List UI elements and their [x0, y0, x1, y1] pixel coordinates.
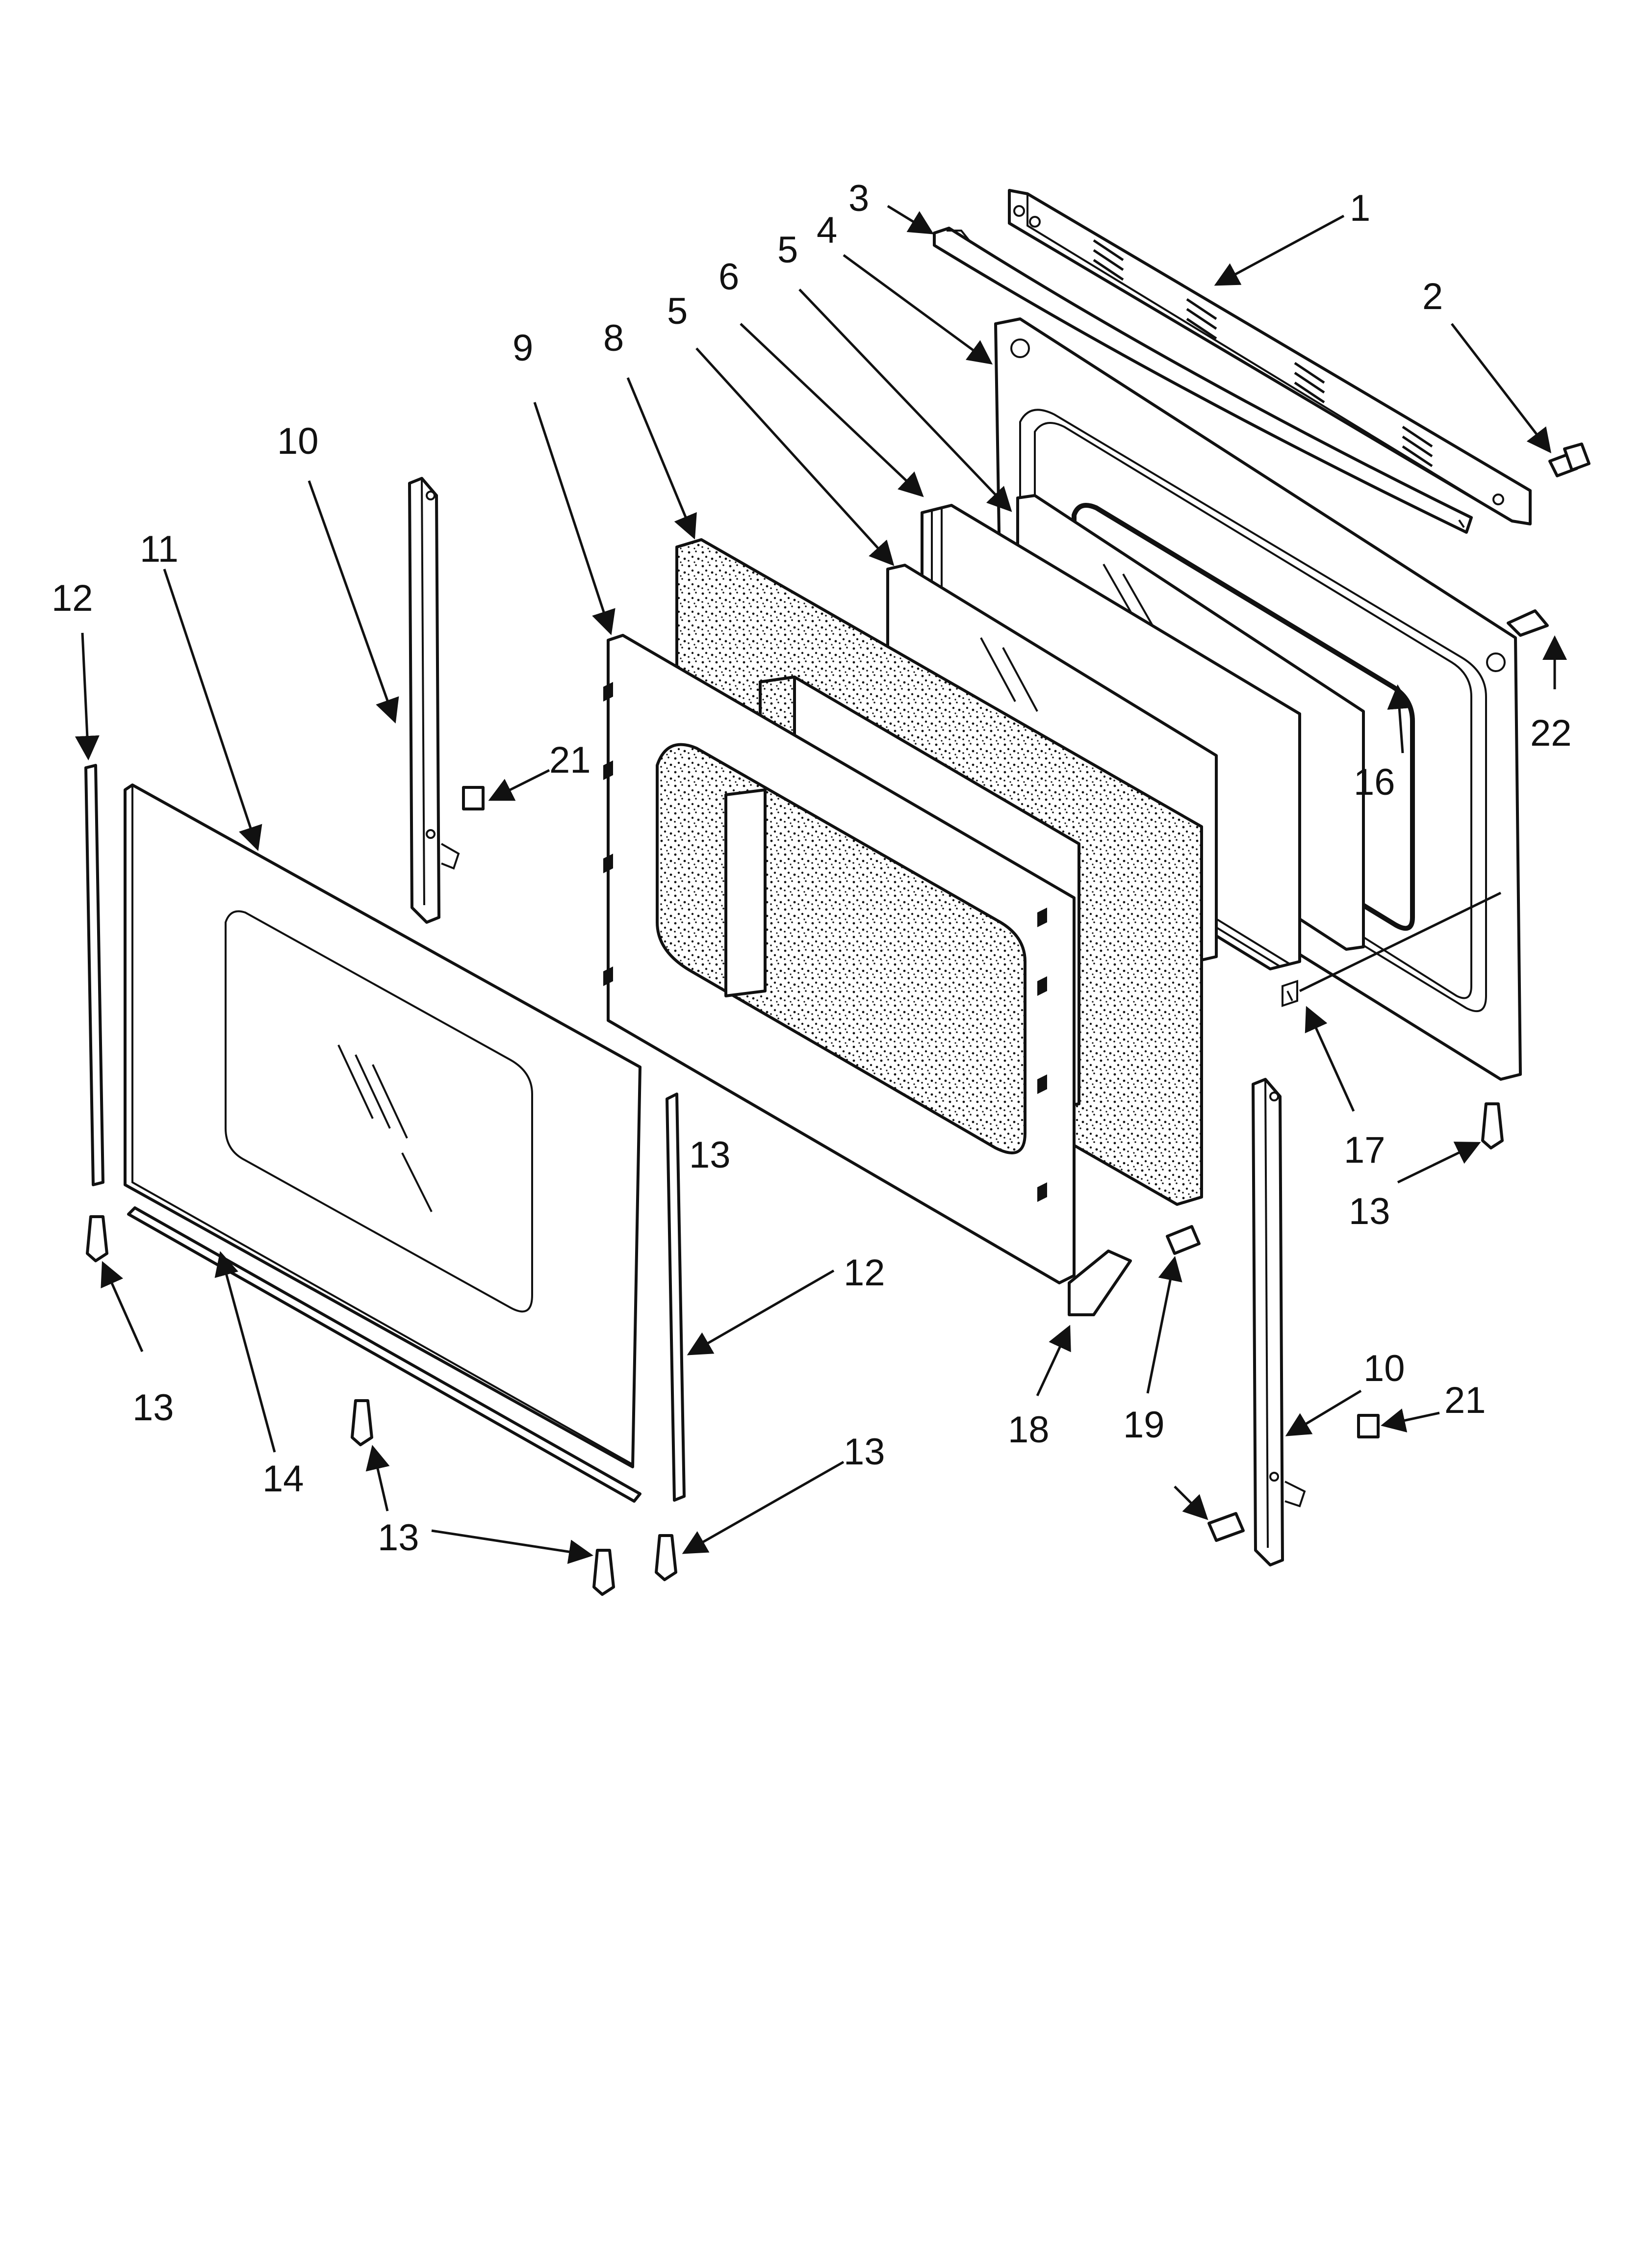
- rear-screw-part: [1507, 609, 1549, 637]
- vent-trim-part: [1008, 189, 1532, 525]
- callout-13-center: 13: [689, 1134, 731, 1176]
- callout-1: 1: [1350, 187, 1370, 229]
- callout-12-right: 12: [844, 1252, 885, 1294]
- callout-9: 9: [513, 327, 533, 369]
- callout-10-left: 10: [277, 420, 319, 462]
- callout-17: 17: [1344, 1129, 1385, 1171]
- handle-part: [933, 227, 1473, 534]
- bottom-trim-part: [127, 1206, 641, 1503]
- hinge-screw-part: [1166, 1225, 1201, 1255]
- callout-13-lower-left: 13: [132, 1387, 174, 1429]
- callout-14: 14: [262, 1458, 304, 1500]
- bracket-part: [1068, 1250, 1132, 1316]
- callout-19-upper: 19: [1123, 1404, 1165, 1446]
- callout-5-front: 5: [667, 290, 688, 332]
- clip-part-left: [462, 786, 485, 810]
- screws-group: [86, 1102, 1504, 1596]
- callout-13-right-trim: 13: [844, 1431, 885, 1473]
- callout-21-right: 21: [1444, 1380, 1486, 1421]
- callout-2: 2: [1422, 276, 1443, 317]
- leader-lines: [75, 205, 1567, 1564]
- callout-21-left: 21: [549, 739, 591, 781]
- callout-labels: 1 2 3 4 5 5 6 8 9 10 10 11 12 12 13 13 1…: [51, 178, 1572, 1559]
- callout-16: 16: [1354, 761, 1395, 803]
- door-frame-part: [603, 634, 1076, 1284]
- left-hinge-part: [408, 477, 460, 924]
- callout-22: 22: [1530, 712, 1572, 754]
- left-side-trim-part: [84, 764, 104, 1186]
- callout-6: 6: [718, 256, 739, 298]
- right-side-trim-part: [666, 1093, 686, 1502]
- callout-10-right: 10: [1363, 1348, 1405, 1389]
- bracket-clip-part: [1282, 980, 1298, 1007]
- callout-13-rear: 13: [1349, 1191, 1390, 1232]
- right-hinge-part: [1252, 1078, 1306, 1566]
- hinge-screw-part-lower: [1207, 1512, 1245, 1542]
- callout-8: 8: [603, 317, 624, 359]
- callout-13-bottom: 13: [378, 1517, 419, 1559]
- callout-11: 11: [140, 528, 179, 570]
- screw-part: [1548, 443, 1591, 477]
- callout-3: 3: [848, 178, 869, 219]
- callout-18: 18: [1008, 1409, 1050, 1451]
- callout-5-rear: 5: [777, 229, 798, 271]
- callout-12-left: 12: [51, 577, 93, 619]
- clip-part-right: [1357, 1414, 1380, 1438]
- callout-4: 4: [817, 209, 837, 251]
- outer-door-part: [124, 783, 641, 1468]
